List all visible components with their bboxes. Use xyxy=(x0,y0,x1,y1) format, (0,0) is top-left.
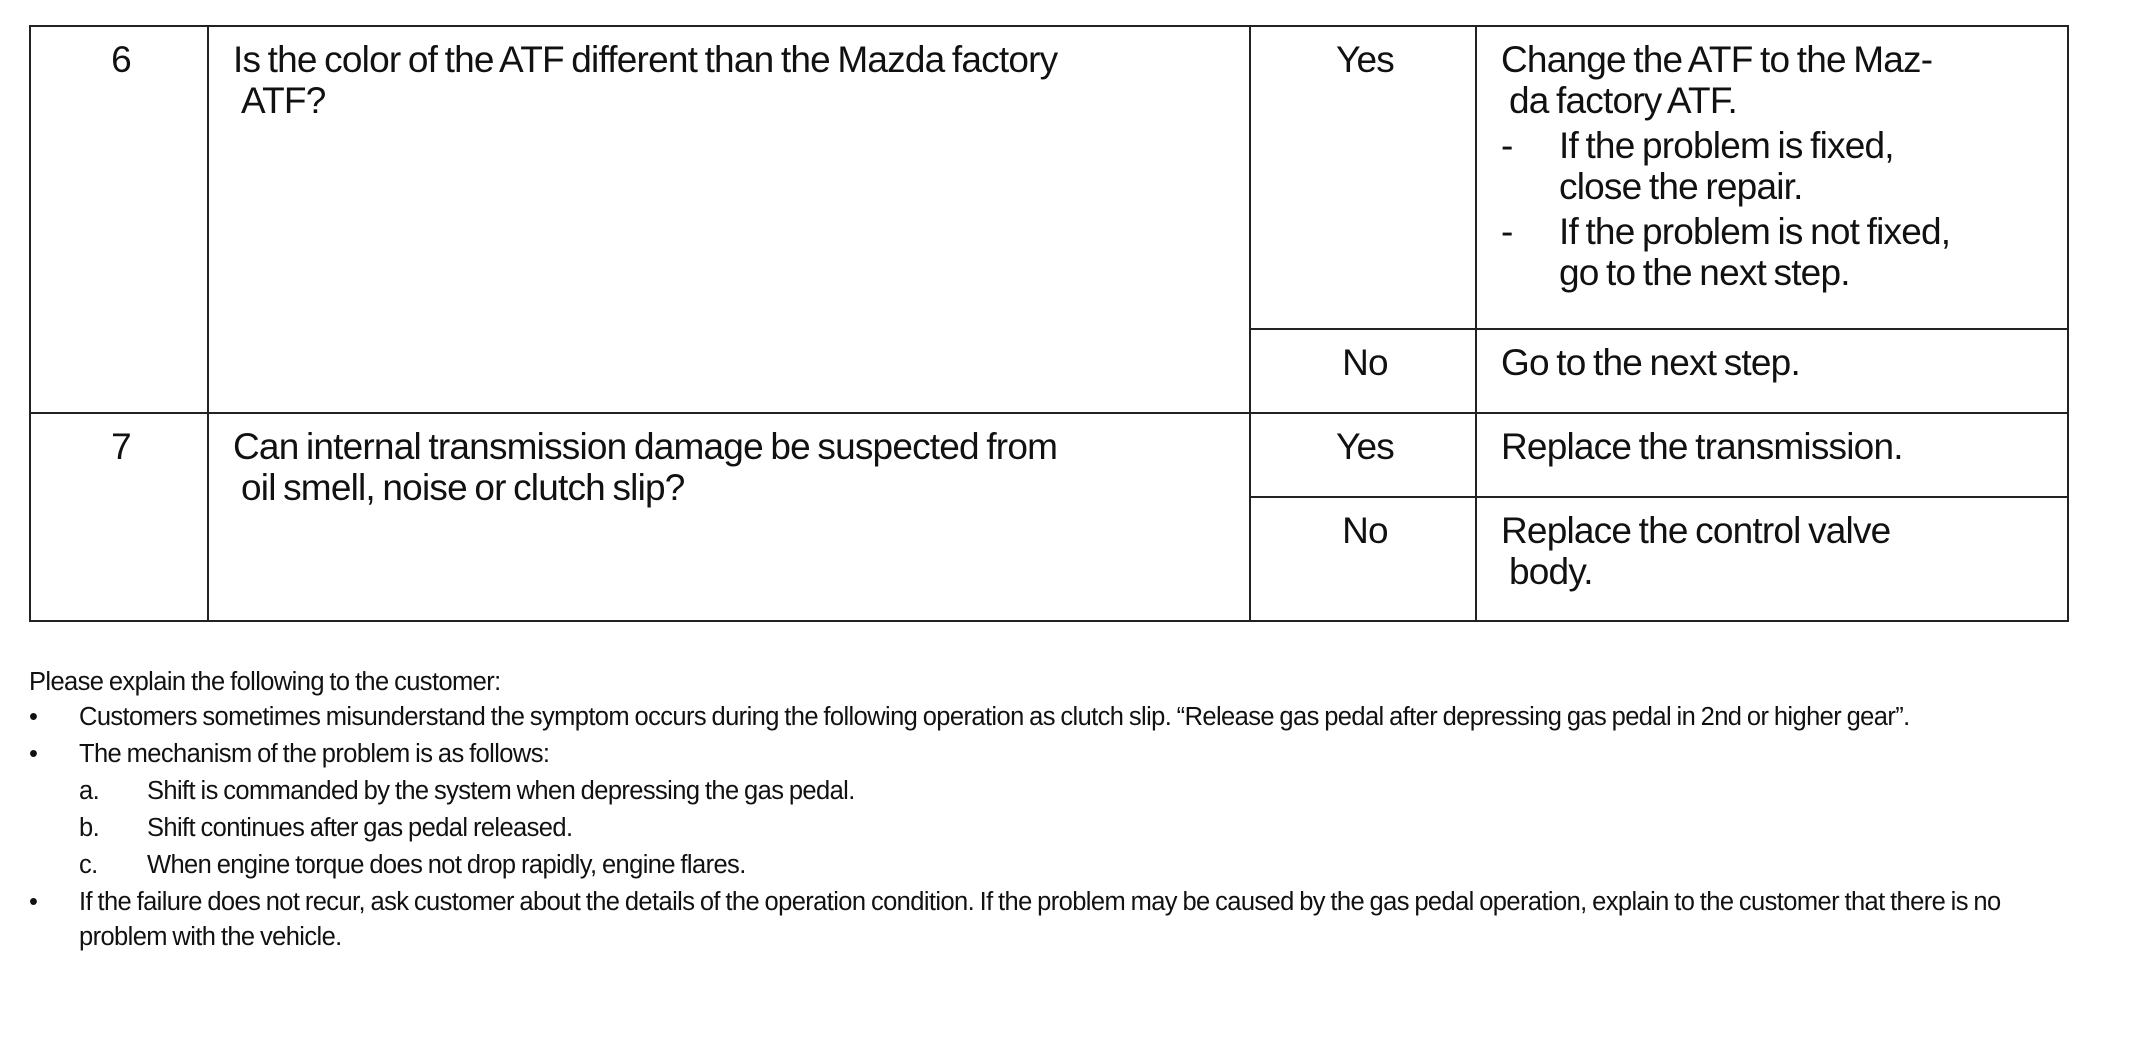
table-row: No Replace the control valve body. xyxy=(30,496,2069,622)
action-text-cont: da factory ATF. xyxy=(1509,80,1738,121)
sub-text-cont: close the repair. xyxy=(1559,166,1803,207)
sub-text: If the problem is not fixed, xyxy=(1559,211,1951,252)
bullet-marker: • xyxy=(29,888,38,916)
step-number: 7 xyxy=(29,412,209,622)
question-text-cont: ATF? xyxy=(241,80,326,121)
sub-marker: a. xyxy=(79,777,100,805)
dash-marker: - xyxy=(1501,211,1513,252)
sub-item: b. Shift continues after gas pedal relea… xyxy=(79,811,2089,846)
answer-no: No xyxy=(1249,496,1477,622)
action-text: Go to the next step. xyxy=(1475,328,2069,414)
sub-text: If the problem is fixed, xyxy=(1559,125,1895,166)
sub-item: c. When engine torque does not drop rapi… xyxy=(79,848,2089,883)
answer-yes: Yes xyxy=(1249,25,1477,330)
action-cell: Change the ATF to the Maz- da factory AT… xyxy=(1475,25,2069,330)
bullet-text: The mechanism of the problem is as follo… xyxy=(79,740,550,768)
bullet-item: • Customers sometimes misunderstand the … xyxy=(29,700,2089,735)
action-text: Replace the transmission. xyxy=(1475,412,2069,498)
question-text: Can internal transmission damage be susp… xyxy=(233,426,1058,467)
sub-item: a. Shift is commanded by the system when… xyxy=(79,774,2089,809)
bullet-marker: • xyxy=(29,740,38,768)
customer-notes: Please explain the following to the cust… xyxy=(29,665,2089,955)
table-row: 7 Can internal transmission damage be su… xyxy=(29,412,2069,622)
action-text-cont: body. xyxy=(1509,551,1594,592)
bullet-item: • The mechanism of the problem is as fol… xyxy=(29,737,2089,772)
dash-marker: - xyxy=(1501,125,1513,166)
question-cell: Can internal transmission damage be susp… xyxy=(207,412,1251,622)
sub-text: Shift is commanded by the system when de… xyxy=(147,777,855,805)
action-text: Change the ATF to the Maz- xyxy=(1501,39,1933,80)
sub-text-cont: go to the next step. xyxy=(1559,252,1851,293)
sub-text: When engine torque does not drop rapidly… xyxy=(147,851,746,879)
bullet-item: • If the failure does not recur, ask cus… xyxy=(29,885,2089,955)
sub-item: - If the problem is fixed,close the repa… xyxy=(1501,125,2047,207)
answer-no: No xyxy=(1249,328,1477,414)
table-row: 6 Is the color of the ATF different than… xyxy=(29,25,2069,414)
bullet-text: Customers sometimes misunderstand the sy… xyxy=(79,703,1910,731)
sub-item: - If the problem is not fixed,go to the … xyxy=(1501,211,2047,293)
sub-marker: b. xyxy=(79,814,100,842)
table-row: No Go to the next step. xyxy=(30,328,2069,414)
question-cell: Is the color of the ATF different than t… xyxy=(207,25,1251,414)
bullet-text: If the failure does not recur, ask custo… xyxy=(79,888,2001,951)
step-number: 6 xyxy=(29,25,209,414)
notes-intro: Please explain the following to the cust… xyxy=(29,668,501,696)
question-text: Is the color of the ATF different than t… xyxy=(233,39,1058,80)
sub-text: Shift continues after gas pedal released… xyxy=(147,814,573,842)
action-text: Replace the control valve xyxy=(1501,510,1891,551)
question-text-cont: oil smell, noise or clutch slip? xyxy=(241,467,685,508)
sub-marker: c. xyxy=(79,851,98,879)
bullet-marker: • xyxy=(29,703,38,731)
diagnostic-table: 6 Is the color of the ATF different than… xyxy=(29,25,2069,622)
action-cell: Replace the control valve body. xyxy=(1475,496,2069,622)
answer-yes: Yes xyxy=(1249,412,1477,498)
